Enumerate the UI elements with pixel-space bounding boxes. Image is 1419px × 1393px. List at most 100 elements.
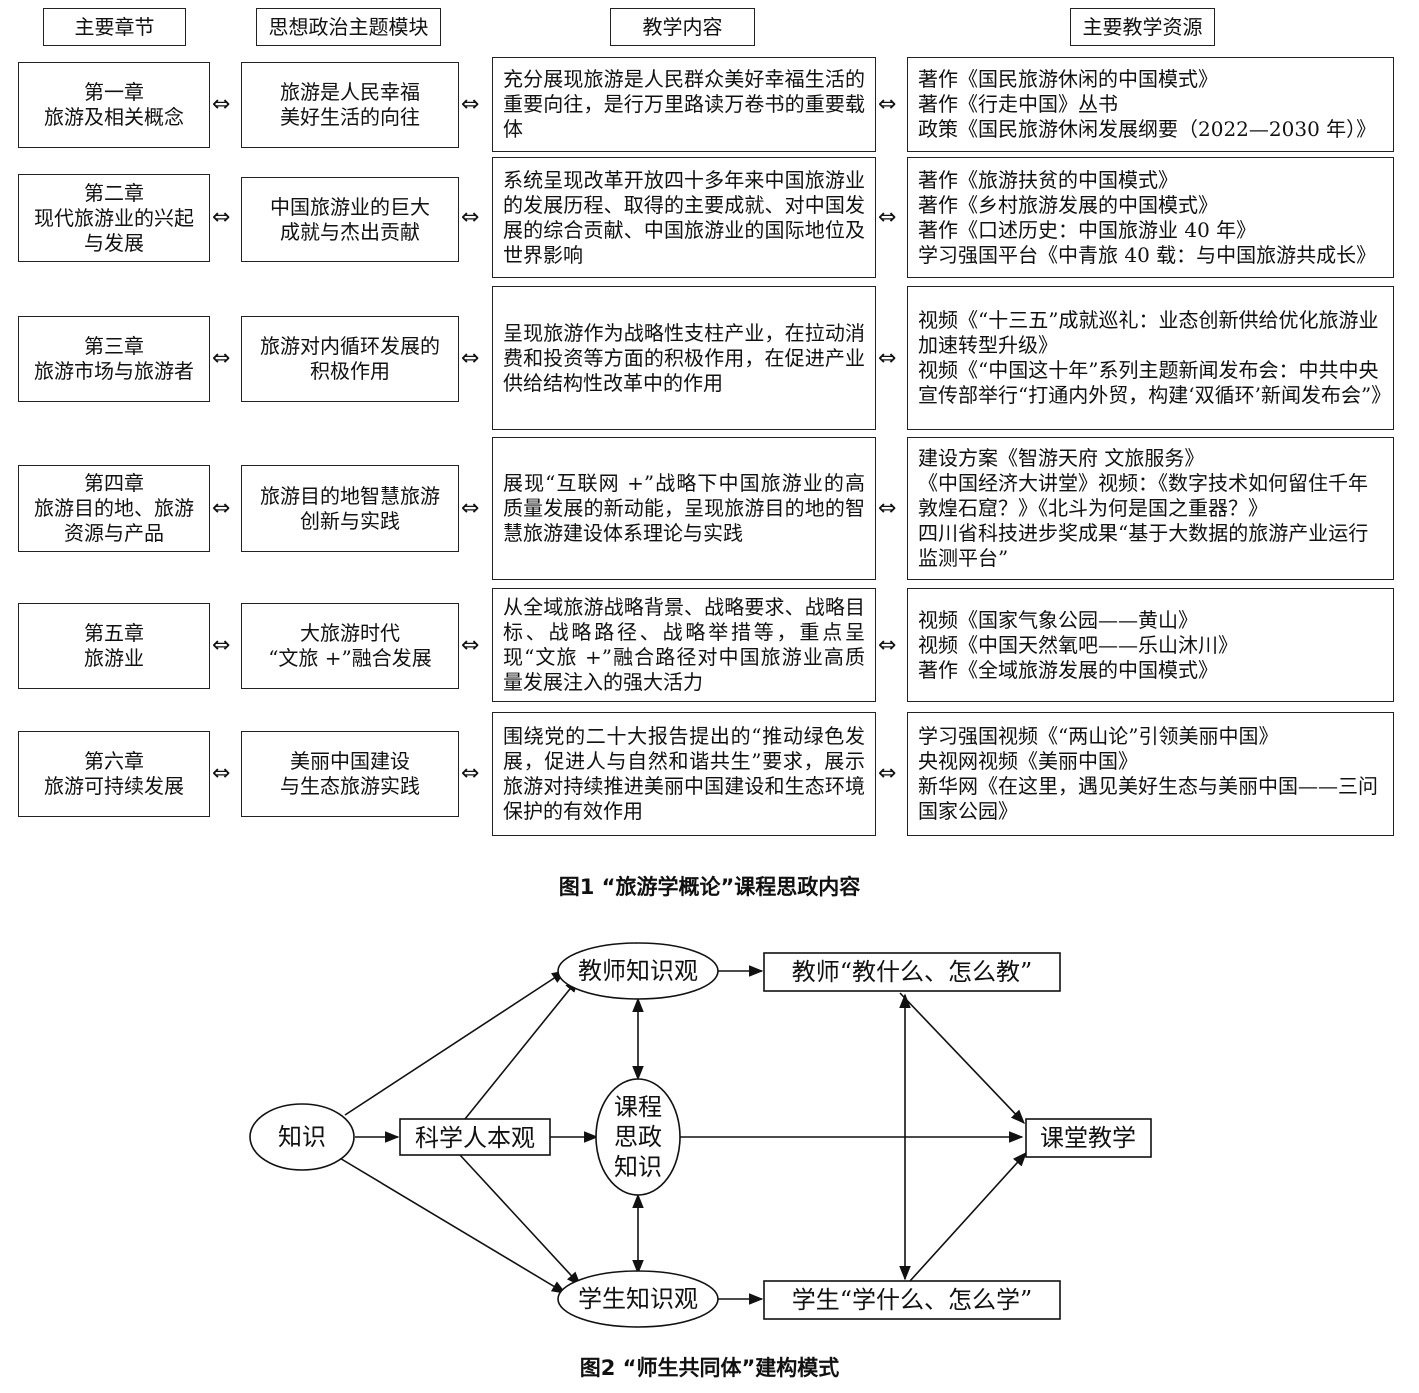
node-classroom	[1025, 1118, 1152, 1158]
row-5-chapter: 第五章 旅游业	[18, 603, 210, 689]
row-2-content-text: 系统呈现改革开放四十多年来中国旅游业的发展历程、取得的主要成就、对中国发展的综合…	[503, 167, 865, 267]
row-3-resources: 视频《“十三五”成就巡礼：业态创新供给优化旅游业加速转型升级》 视频《“中国这十…	[907, 286, 1394, 430]
edge-knowledge-student	[337, 1156, 567, 1294]
double-arrow-icon: ⇔	[878, 92, 897, 117]
double-arrow-icon: ⇔	[461, 205, 480, 230]
row-6-content: 围绕党的二十大报告提出的“推动绿色发展，促进人与自然和谐共生”要求，展示旅游对持…	[492, 712, 876, 836]
row-1-chapter-text: 第一章 旅游及相关概念	[44, 80, 184, 129]
row-4-chapter-text: 第四章 旅游目的地、旅游 资源与产品	[34, 471, 194, 545]
row-6-content-text: 围绕党的二十大报告提出的“推动绿色发展，促进人与自然和谐共生”要求，展示旅游对持…	[503, 724, 865, 823]
row-1-theme: 旅游是人民幸福 美好生活的向往	[241, 62, 459, 148]
row-2-chapter-text: 第二章 现代旅游业的兴起 与发展	[34, 180, 194, 255]
row-3-theme-text: 旅游对内循环发展的 积极作用	[260, 334, 440, 383]
row-4-resources-text: 建设方案《智游天府 文旅服务》 《中国经济大讲堂》视频：《数字技术如何留住千年敦…	[918, 446, 1369, 570]
label-student-action: 学生“学什么、怎么学”	[792, 1286, 1033, 1314]
row-3-chapter: 第三章 旅游市场与旅游者	[18, 316, 210, 402]
node-knowledge	[249, 1103, 355, 1171]
header-2: 思想政治主题模块	[256, 8, 441, 46]
double-arrow-icon: ⇔	[212, 761, 231, 786]
row-5-content: 从全域旅游战略背景、战略要求、战略目标、战略路径、战略举措等，重点呈现“文旅 +…	[492, 588, 876, 702]
label-ideology-3: 知识	[614, 1153, 662, 1181]
label-student-view: 学生知识观	[578, 1285, 698, 1313]
row-1-content-text: 充分展现旅游是人民群众美好幸福生活的重要向往，是行万里路读万卷书的重要载体	[503, 67, 865, 141]
label-ideology-2: 思政	[614, 1123, 662, 1151]
node-humanism	[399, 1118, 551, 1156]
double-arrow-icon: ⇔	[461, 92, 480, 117]
double-arrow-icon: ⇔	[212, 205, 231, 230]
row-5-resources: 视频《国家气象公园——黄山》 视频《中国天然氧吧——乐山沐川》 著作《全域旅游发…	[907, 588, 1394, 702]
node-student-view	[557, 1270, 719, 1328]
row-3-chapter-text: 第三章 旅游市场与旅游者	[34, 334, 194, 383]
row-5-content-text: 从全域旅游战略背景、战略要求、战略目标、战略路径、战略举措等，重点呈现“文旅 +…	[503, 595, 865, 694]
row-1-resources: 著作《国民旅游休闲的中国模式》 著作《行走中国》丛书 政策《国民旅游休闲发展纲要…	[907, 57, 1394, 152]
row-4-theme-text: 旅游目的地智慧旅游 创新与实践	[260, 483, 440, 533]
double-arrow-icon: ⇔	[461, 346, 480, 371]
header-4-text: 主要教学资源	[1082, 14, 1203, 39]
double-arrow-icon: ⇔	[212, 495, 231, 521]
figure2-diagram: 知识 科学人本观 教师知识观 学生知识观 课程 思政 知识 教师“教什么、怎么教…	[249, 942, 1152, 1328]
double-arrow-icon: ⇔	[878, 205, 897, 230]
node-ideology	[595, 1078, 681, 1196]
label-knowledge: 知识	[278, 1123, 326, 1151]
row-3-content-text: 呈现旅游作为战略性支柱产业，在拉动消费和投资等方面的积极作用，在促进产业供给结构…	[503, 320, 865, 395]
label-humanism: 科学人本观	[415, 1124, 535, 1152]
row-2-chapter: 第二章 现代旅游业的兴起 与发展	[18, 174, 210, 262]
double-arrow-icon: ⇔	[878, 495, 897, 521]
label-teacher-action: 教师“教什么、怎么教”	[792, 958, 1033, 986]
edge-humanism-student	[459, 1154, 581, 1287]
header-4: 主要教学资源	[1070, 8, 1215, 46]
row-5-theme: 大旅游时代 “文旅 +”融合发展	[241, 603, 459, 689]
edge-knowledge-teacher	[344, 970, 567, 1116]
header-3-text: 教学内容	[642, 14, 723, 39]
double-arrow-icon: ⇔	[878, 761, 897, 786]
row-6-theme: 美丽中国建设 与生态旅游实践	[241, 731, 459, 817]
row-6-chapter: 第六章 旅游可持续发展	[18, 731, 210, 817]
label-teacher-view: 教师知识观	[578, 957, 698, 985]
double-arrow-icon: ⇔	[212, 92, 231, 117]
edge-humanism-teacher	[464, 977, 579, 1120]
node-student-action	[763, 1280, 1061, 1320]
edge-teacheraction-classroom	[899, 992, 1025, 1125]
row-5-chapter-text: 第五章 旅游业	[84, 621, 144, 670]
row-2-theme: 中国旅游业的巨大 成就与杰出贡献	[241, 177, 459, 262]
double-arrow-icon: ⇔	[212, 346, 231, 371]
header-1: 主要章节	[43, 8, 186, 46]
double-arrow-icon: ⇔	[461, 761, 480, 786]
row-2-resources-text: 著作《旅游扶贫的中国模式》 著作《乡村旅游发展的中国模式》 著作《口述历史：中国…	[918, 167, 1377, 267]
row-1-resources-text: 著作《国民旅游休闲的中国模式》 著作《行走中国》丛书 政策《国民旅游休闲发展纲要…	[918, 67, 1377, 141]
node-teacher-view	[557, 942, 719, 1000]
node-teacher-action	[763, 952, 1061, 992]
double-arrow-icon: ⇔	[461, 495, 480, 521]
label-classroom: 课堂教学	[1040, 1124, 1136, 1152]
edge-studentaction-classroom	[909, 1151, 1027, 1282]
row-6-resources-text: 学习强国视频《“两山论”引领美丽中国》 央视网视频《美丽中国》 新华网《在这里，…	[918, 724, 1378, 823]
row-5-theme-text: 大旅游时代 “文旅 +”融合发展	[268, 621, 432, 670]
row-5-resources-text: 视频《国家气象公园——黄山》 视频《中国天然氧吧——乐山沐川》 著作《全域旅游发…	[918, 607, 1238, 682]
row-3-content: 呈现旅游作为战略性支柱产业，在拉动消费和投资等方面的积极作用，在促进产业供给结构…	[492, 286, 876, 430]
row-4-theme: 旅游目的地智慧旅游 创新与实践	[241, 465, 459, 552]
header-2-text: 思想政治主题模块	[268, 14, 429, 39]
figure1-caption: 图1 “旅游学概论”课程思政内容	[558, 875, 861, 899]
row-4-content-text: 展现“互联网 +”战略下中国旅游业的高质量发展的新动能，呈现旅游目的地的智慧旅游…	[503, 471, 865, 545]
double-arrow-icon: ⇔	[878, 346, 897, 371]
double-arrow-icon: ⇔	[878, 633, 897, 658]
row-1-chapter: 第一章 旅游及相关概念	[18, 62, 210, 148]
row-4-content: 展现“互联网 +”战略下中国旅游业的高质量发展的新动能，呈现旅游目的地的智慧旅游…	[492, 437, 876, 580]
row-1-content: 充分展现旅游是人民群众美好幸福生活的重要向往，是行万里路读万卷书的重要载体	[492, 57, 876, 152]
row-3-theme: 旅游对内循环发展的 积极作用	[241, 316, 459, 402]
row-3-resources-text: 视频《“十三五”成就巡礼：业态创新供给优化旅游业加速转型升级》 视频《“中国这十…	[918, 308, 1392, 407]
row-4-chapter: 第四章 旅游目的地、旅游 资源与产品	[18, 465, 210, 552]
double-arrow-icon: ⇔	[212, 633, 231, 658]
row-6-resources: 学习强国视频《“两山论”引领美丽中国》 央视网视频《美丽中国》 新华网《在这里，…	[907, 712, 1394, 836]
row-1-theme-text: 旅游是人民幸福 美好生活的向往	[280, 80, 420, 129]
row-6-chapter-text: 第六章 旅游可持续发展	[44, 749, 184, 798]
header-3: 教学内容	[610, 8, 755, 46]
label-ideology-1: 课程	[614, 1093, 662, 1121]
row-4-resources: 建设方案《智游天府 文旅服务》 《中国经济大讲堂》视频：《数字技术如何留住千年敦…	[907, 437, 1394, 580]
row-2-resources: 著作《旅游扶贫的中国模式》 著作《乡村旅游发展的中国模式》 著作《口述历史：中国…	[907, 157, 1394, 278]
double-arrow-icon: ⇔	[461, 633, 480, 658]
row-6-theme-text: 美丽中国建设 与生态旅游实践	[280, 749, 420, 798]
figure2-caption: 图2 “师生共同体”建构模式	[579, 1356, 840, 1380]
row-2-content: 系统呈现改革开放四十多年来中国旅游业的发展历程、取得的主要成就、对中国发展的综合…	[492, 157, 876, 278]
row-2-theme-text: 中国旅游业的巨大 成就与杰出贡献	[270, 194, 430, 244]
